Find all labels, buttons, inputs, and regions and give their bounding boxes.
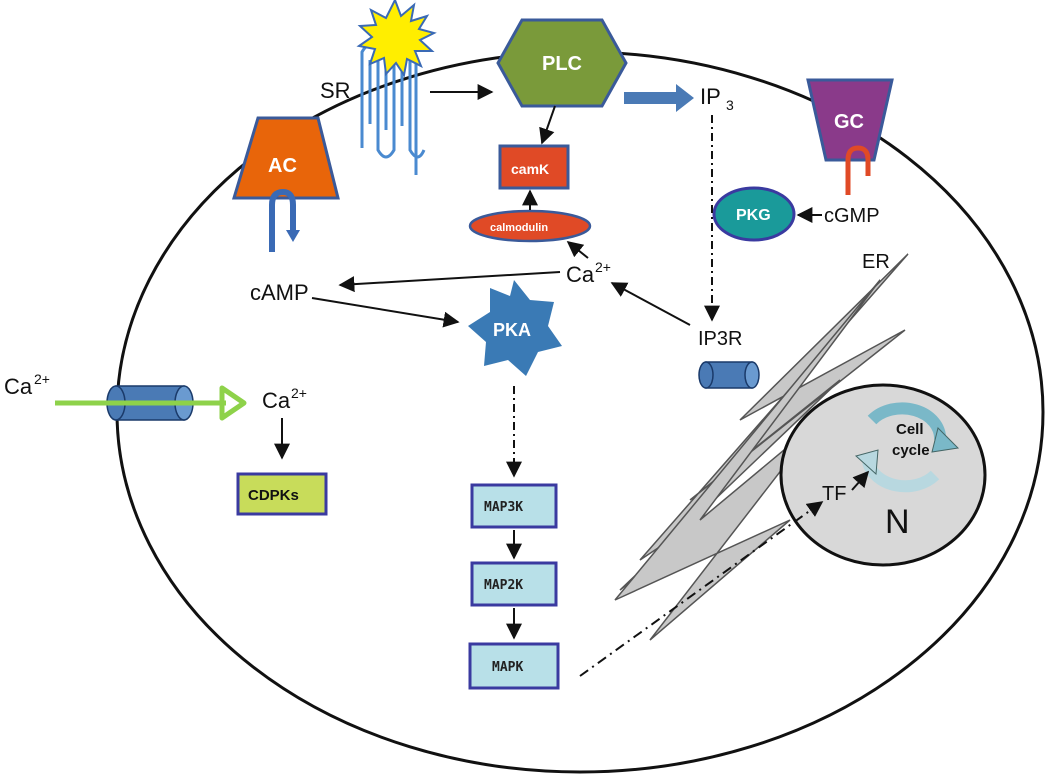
camp-label: cAMP: [250, 280, 309, 305]
ip3-label: IP: [700, 84, 721, 109]
nucleus-label: N: [885, 503, 910, 541]
circular-arrows-icon: [854, 402, 960, 493]
ac-domain-arrowhead: [286, 230, 300, 242]
ac-label: AC: [268, 155, 297, 177]
ca-inner-superscript: 2+: [595, 259, 611, 275]
ca-to-camp-arrow: [338, 271, 561, 293]
calmodulin-label: calmodulin: [490, 222, 548, 234]
cdpks-label: CDPKs: [248, 487, 299, 504]
plc-to-camk-arrow: [539, 105, 556, 145]
pkg-label: PKG: [736, 207, 771, 224]
ca-outside-superscript: 2+: [34, 371, 50, 387]
plc-node: [496, 18, 628, 108]
map3k-node: [470, 483, 558, 529]
cell-cycle-label-1: Cell: [896, 421, 924, 438]
gc-domain-icon: [845, 145, 871, 195]
camk-label: camK: [511, 161, 549, 177]
pka-node: [468, 280, 562, 376]
ca-entry-arrowhead: [219, 385, 247, 421]
ac-domain-icon: [269, 188, 296, 252]
ca-to-calmodulin-arrow: [566, 241, 589, 259]
pka-label: PKA: [493, 320, 531, 340]
mapk-label: MAPK: [492, 660, 523, 675]
pkg-node: [712, 186, 796, 242]
ip3-subscript: 3: [726, 97, 734, 113]
camk-node: [498, 144, 570, 190]
plc-to-ip3-arrow: [624, 84, 694, 112]
map3k-label: MAP3K: [484, 500, 523, 515]
calmodulin-node: [468, 209, 592, 243]
camp-to-pka-arrow: [311, 297, 460, 328]
cgmp-label: cGMP: [824, 205, 880, 227]
ca-channel-label: Ca: [262, 388, 291, 413]
ca-outside-label: Ca: [4, 374, 33, 399]
ip3r-label: IP3R: [698, 328, 742, 350]
plc-label: PLC: [542, 53, 582, 75]
endoplasmic-reticulum-lower: [614, 279, 881, 641]
gc-label: GC: [834, 111, 864, 133]
gc-node: [806, 78, 894, 162]
ac-node: [231, 116, 340, 200]
ca-inner-label: Ca: [566, 262, 595, 287]
cell-cycle-label-2: cycle: [892, 442, 930, 459]
sr-label: SR: [320, 78, 351, 103]
ca-channel-superscript: 2+: [291, 385, 307, 401]
mapk-node: [468, 642, 560, 690]
tf-label: TF: [822, 483, 846, 505]
cdpks-node: [236, 472, 328, 516]
er-label: ER: [862, 251, 890, 273]
sun-burst-icon: [356, 0, 437, 78]
map2k-node: [470, 561, 558, 607]
mapk-to-tf-arrow: [579, 501, 824, 677]
ip3r-channel-icon: [698, 361, 760, 389]
map2k-label: MAP2K: [484, 578, 523, 593]
ip3r-to-ca-arrow: [610, 282, 691, 326]
tf-to-cycle-arrow: [851, 470, 870, 491]
